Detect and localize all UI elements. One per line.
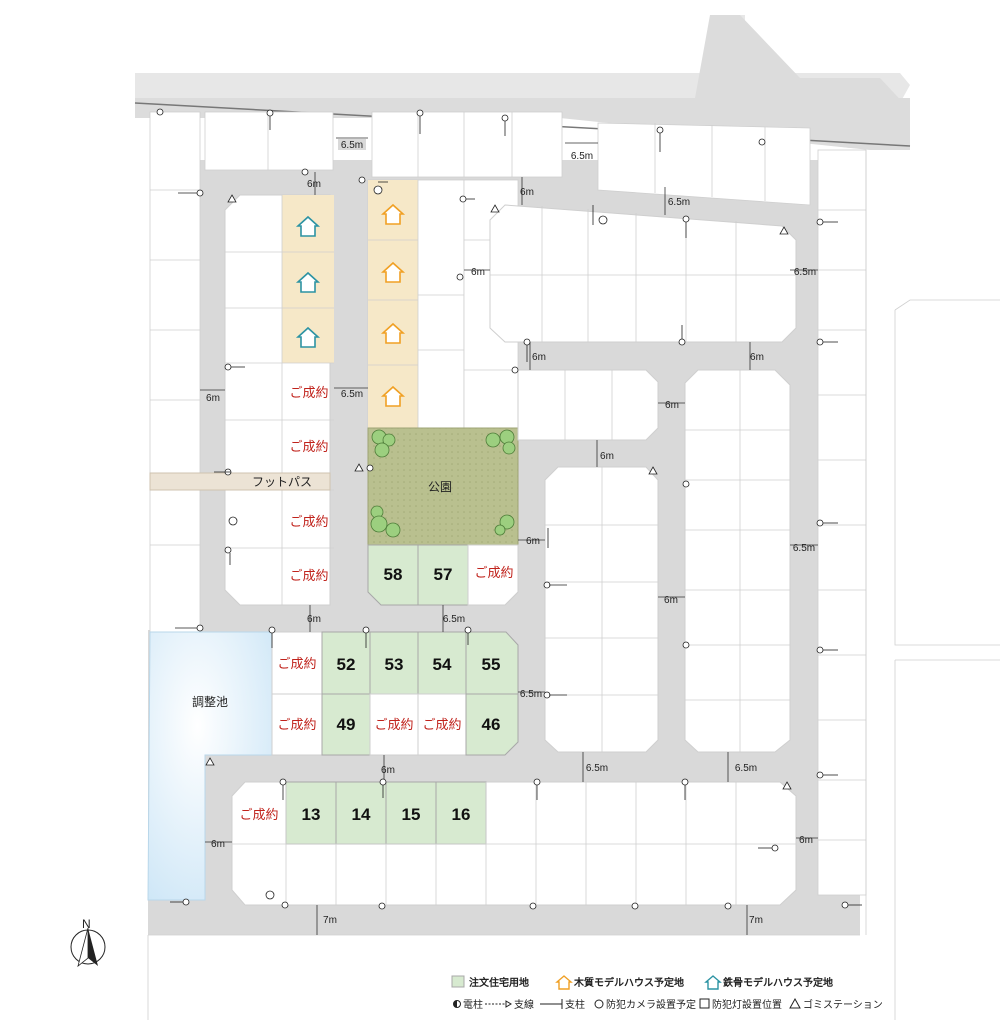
legend-steel-model: 鉄骨モデルハウス予定地 (723, 976, 833, 989)
road-width-label: 6.5m (571, 151, 593, 162)
lot-58[interactable]: 58 (384, 565, 403, 584)
lot-49[interactable]: 49 (337, 715, 356, 734)
wood-model-house-icons (380, 203, 406, 407)
lot-54[interactable]: 54 (433, 655, 452, 674)
road-width-label: 6m (211, 839, 225, 850)
footpath-label: フットパス (252, 475, 312, 489)
road-width-label: 6m (471, 267, 485, 278)
road-width-label: 6.5m (735, 763, 757, 774)
steel-model-house-icons (295, 215, 321, 348)
block-d (517, 369, 791, 753)
lot-14[interactable]: 14 (352, 805, 371, 824)
steel-house-icon (704, 975, 722, 990)
block-f (231, 781, 797, 906)
legend-street-light: 防犯灯設置位置 (712, 998, 782, 1011)
lot-16[interactable]: 16 (452, 805, 471, 824)
footpath: フットパス (149, 472, 331, 491)
pond-label: 調整池 (192, 694, 228, 709)
legend-custom-swatch (451, 975, 465, 988)
compass-n-label: N (82, 917, 91, 931)
road-width-label: 6m (520, 187, 534, 198)
road-width-label: 6m (526, 536, 540, 547)
road-width-label: 6m (750, 352, 764, 363)
sold-label: ご成約 (422, 717, 461, 733)
sold-label: ご成約 (277, 656, 316, 672)
sold-label: ご成約 (239, 807, 278, 823)
legend-utility-pole: 電柱 (463, 998, 483, 1011)
north-compass: N (70, 917, 106, 968)
steel-house-icon (295, 326, 321, 348)
road-width-label: 6m (665, 400, 679, 411)
sold-label: ご成約 (277, 717, 316, 733)
block-c (489, 204, 797, 343)
road-width-label: 6.5m (668, 197, 690, 208)
road-width-label: 6m (532, 352, 546, 363)
road-width-label: 6.5m (341, 389, 363, 400)
lot-13[interactable]: 13 (302, 805, 321, 824)
road-width-label: 6m (664, 595, 678, 606)
road-width-label: 6.5m (793, 543, 815, 554)
security-camera-icon (594, 999, 604, 1009)
lot-53[interactable]: 53 (385, 655, 404, 674)
steel-house-icon (295, 215, 321, 237)
wood-house-icon (380, 261, 406, 283)
legend-security-camera: 防犯カメラ設置予定 (606, 998, 696, 1011)
block-e (271, 631, 519, 756)
road-width-label: 6.5m (586, 763, 608, 774)
road-width-labels (200, 137, 818, 935)
road-width-label: 6.5m (794, 267, 816, 278)
utility-poles (156, 108, 862, 910)
legend-garbage-station: ゴミステーション (803, 998, 883, 1011)
wood-house-icon (380, 322, 406, 344)
street-light-icon (699, 998, 710, 1009)
garbage-station-icon (789, 997, 801, 1009)
road-width-label: 6m (381, 765, 395, 776)
lot-15[interactable]: 15 (402, 805, 421, 824)
road-width-label: 6.5m (341, 140, 363, 151)
road-width-label: 6m (799, 835, 813, 846)
road-width-label: 6m (307, 614, 321, 625)
road-width-label: 6m (206, 393, 220, 404)
road-width-label: 6m (600, 451, 614, 462)
legend-support-pole: 支柱 (565, 998, 585, 1011)
surrounding-parcels (147, 111, 1000, 1020)
sold-labels: ご成約 ご成約 ご成約 ご成約 ご成約 ご成約 ご成約 ご成約 ご成約 ご成約 (239, 385, 513, 823)
road-width-label: 6.5m (520, 689, 542, 700)
park-label: 公園 (428, 480, 452, 494)
park: 公園 (367, 427, 519, 546)
sold-label: ご成約 (289, 385, 328, 401)
legend-wood-model: 木質モデルハウス予定地 (573, 976, 684, 989)
sold-label: ご成約 (374, 717, 413, 733)
lot-numbers: 58 57 52 53 54 55 49 46 13 14 15 16 (302, 565, 501, 824)
legend-guy-wire: 支線 (514, 998, 534, 1011)
lot-52[interactable]: 52 (337, 655, 356, 674)
road-width-label: 6m (307, 179, 321, 190)
legend: 注文住宅用地 木質モデルハウス予定地 鉄骨モデルハウス予定地 電柱 支線 支柱 … (451, 975, 883, 1011)
road-width-label: 7m (749, 915, 763, 926)
legend-custom-home-lot: 注文住宅用地 (469, 976, 529, 989)
road-width-label: 7m (323, 915, 337, 926)
wood-house-icon (555, 975, 573, 990)
lot-57[interactable]: 57 (434, 565, 453, 584)
sold-label: ご成約 (289, 568, 328, 584)
road-width-texts: 6.5m 6m 6.5m 6m 6.5m 6m 6.5m 6m 6m 6m 6.… (206, 139, 816, 926)
wood-house-icon (380, 203, 406, 225)
lot-46[interactable]: 46 (482, 715, 501, 734)
sold-label: ご成約 (289, 439, 328, 455)
road-width-label: 6.5m (443, 614, 465, 625)
sold-label: ご成約 (474, 565, 513, 581)
lot-55[interactable]: 55 (482, 655, 501, 674)
sold-label: ご成約 (289, 514, 328, 530)
wood-house-icon (380, 385, 406, 407)
steel-house-icon (295, 271, 321, 293)
